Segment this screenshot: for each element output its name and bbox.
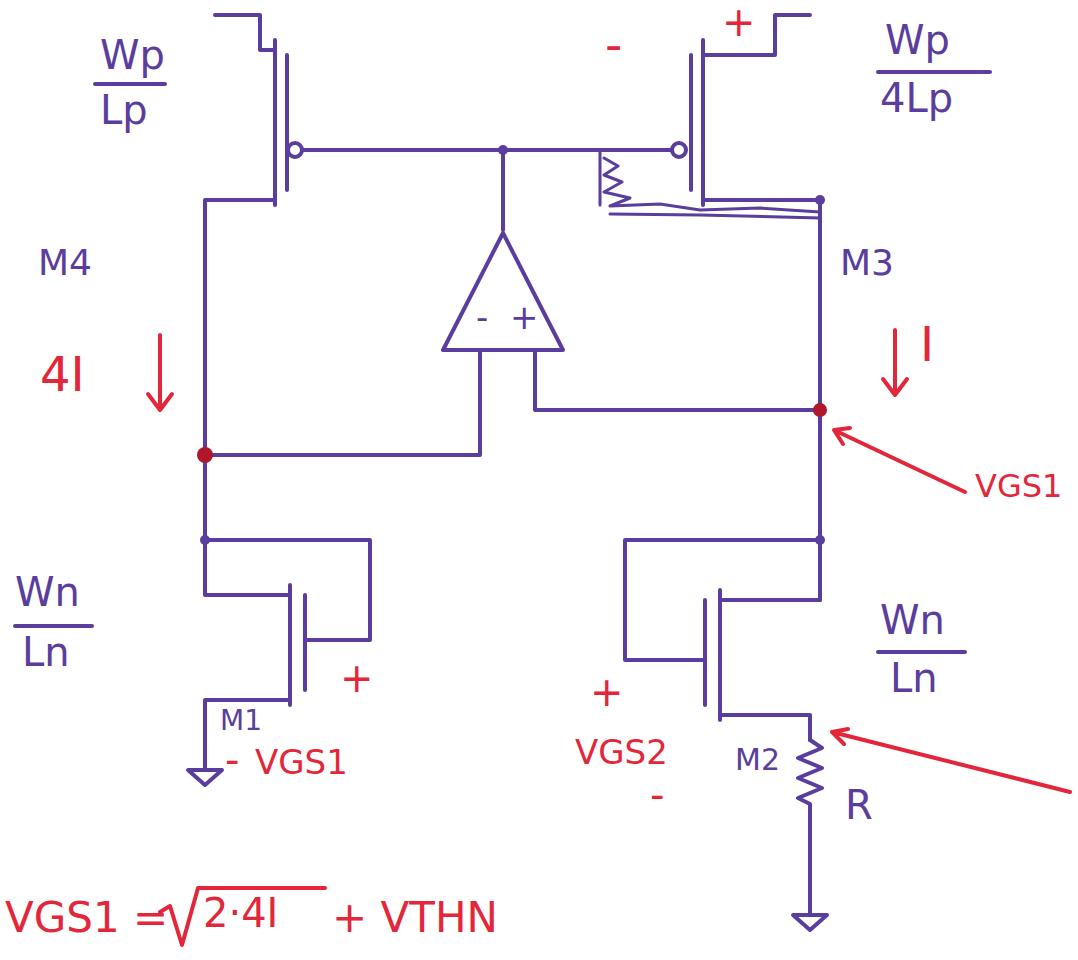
circuit-label: VGS1 = [5, 897, 168, 939]
circuit-label: 4I [40, 350, 85, 398]
circuit-label: M2 [735, 745, 780, 775]
circuit-label: Lp [100, 90, 148, 130]
circuit-label: 4Lp [880, 78, 953, 118]
fraction-bar [15, 72, 990, 652]
circuit-label: Wn [880, 600, 945, 640]
junction-dots [200, 145, 825, 545]
circuit-label: + [590, 672, 624, 712]
junction-dot [498, 145, 508, 155]
gate-wire [302, 150, 672, 230]
opamp-outline [443, 233, 563, 350]
circuit-label: VGS1 [255, 745, 348, 779]
opamp-input-sign: - [476, 300, 488, 334]
wires [15, 15, 990, 930]
opamp-inputs [205, 352, 820, 455]
circuit-label: M3 [840, 245, 894, 281]
circuit-label: Ln [22, 632, 70, 672]
sqrt-sign [160, 888, 325, 945]
circuit-label: I [920, 320, 934, 368]
circuit-label: VGS1 [975, 470, 1062, 502]
current-arrow [883, 330, 907, 395]
current-arrow [148, 335, 172, 410]
circuit-label: + VTHN [332, 897, 498, 939]
pmos-m4 [205, 15, 287, 455]
opamp-input-sign: + [510, 300, 539, 334]
resistor-symbol [798, 740, 822, 915]
circuit-label: Wn [15, 572, 80, 612]
circuit-label: 2·4I [203, 893, 278, 933]
circuit-label: R [845, 785, 873, 825]
circuit-label: Ln [890, 658, 938, 698]
junction-dot [815, 535, 825, 545]
ground-symbol [188, 770, 222, 785]
circuit-label: - [650, 775, 664, 815]
junction-dot [813, 403, 827, 417]
red-arrows [148, 330, 1070, 945]
nmos-m1 [205, 455, 370, 770]
pmos-m3 [691, 15, 820, 600]
circuit-label: + [340, 658, 374, 698]
circuit-label: + [722, 2, 756, 42]
circuit-label: - [605, 20, 622, 68]
circuit-label: VGS2 [575, 735, 668, 769]
circuit-label: Wp [885, 20, 950, 60]
circuit-label: M4 [38, 245, 92, 281]
scribble [600, 150, 820, 218]
nmos-m2 [625, 540, 820, 740]
junction-dot [197, 447, 213, 463]
pointer-arrow [832, 729, 1070, 792]
junction-dot [815, 195, 825, 205]
marked-nodes [197, 403, 827, 463]
circuit-label: M1 [220, 707, 262, 735]
ground-symbol [793, 915, 827, 930]
circuit-label: - [225, 740, 239, 780]
opamp-triangle [440, 230, 566, 352]
junction-dot [200, 535, 210, 545]
gate-bubble [288, 143, 302, 157]
pointer-arrow [834, 428, 965, 492]
circuit-label: Wp [100, 35, 165, 75]
gate-bubble [672, 143, 686, 157]
opamp: -+ [440, 230, 566, 352]
